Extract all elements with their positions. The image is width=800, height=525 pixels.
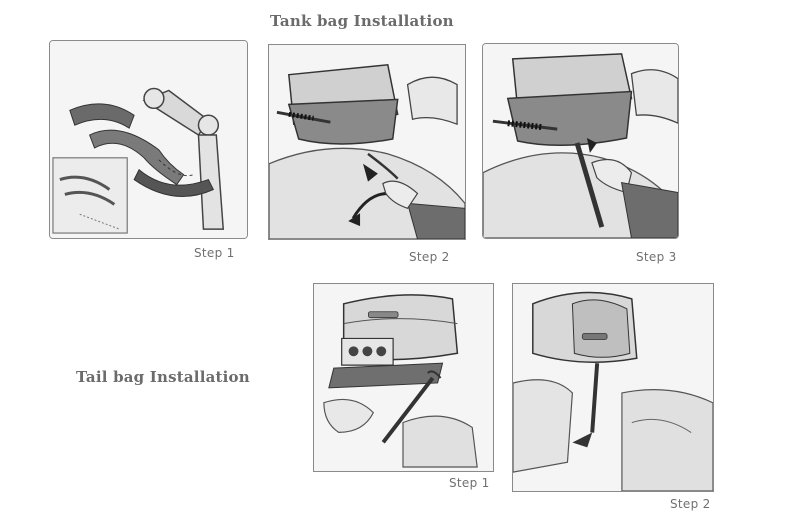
tank-step-3-caption: Step 3 <box>636 250 677 264</box>
tail-step-2-caption: Step 2 <box>670 497 711 511</box>
tank-step-1-illustration <box>49 40 248 239</box>
tank-step-1-caption: Step 1 <box>194 246 235 260</box>
tank-step-3-illustration <box>482 43 679 239</box>
tank-bag-heading: Tank bag Installation <box>270 12 454 30</box>
tail-step-1-caption: Step 1 <box>449 476 490 490</box>
tail-bag-heading: Tail bag Installation <box>76 368 250 386</box>
tank-step-2-caption: Step 2 <box>409 250 450 264</box>
tank-step-2-illustration <box>268 44 466 240</box>
tail-step-2-illustration <box>512 283 714 492</box>
tail-step-1-illustration <box>313 283 494 472</box>
